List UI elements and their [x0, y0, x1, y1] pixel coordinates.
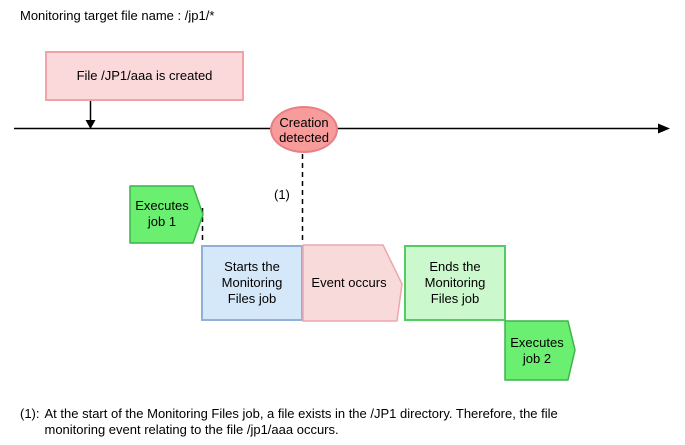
- executes-job1-label: Executes job 1: [135, 198, 189, 229]
- timeline-arrowhead-icon: [658, 123, 670, 134]
- executes-job2-label: Executes job 2: [510, 334, 564, 366]
- executes-job2-pentagon: [504, 320, 576, 381]
- executes-job1-shape: [129, 185, 204, 244]
- footnote: (1): At the start of the Monitoring File…: [20, 406, 558, 438]
- event-occurs-label: Event occurs: [311, 275, 387, 290]
- footnote-text: At the start of the Monitoring Files job…: [44, 406, 558, 437]
- ends-monitoring-job-label: Ends the Monitoring Files job: [424, 259, 486, 306]
- diagram-title: Monitoring target file name : /jp1/*: [20, 8, 215, 23]
- starts-monitoring-job-box: [201, 245, 303, 321]
- footnote-prefix: (1):: [20, 406, 40, 421]
- event-occurs-shape: [302, 244, 403, 322]
- event-occurs-pentagon: [302, 244, 403, 322]
- footnote-ref-marker: (1): [274, 187, 290, 202]
- creation-detected-ellipse: [270, 106, 338, 153]
- creation-detected-label: Creation detected: [279, 114, 329, 145]
- starts-monitoring-job-label: Starts the Monitoring Files job: [221, 259, 283, 306]
- file-created-label: File /JP1/aaa is created: [76, 68, 213, 83]
- file-created-box: [45, 51, 244, 101]
- executes-job2-shape: [504, 320, 576, 381]
- ends-monitoring-job-box: [404, 245, 506, 321]
- executes-job1-pentagon: [129, 185, 204, 244]
- file-created-arrowhead-icon: [85, 120, 96, 129]
